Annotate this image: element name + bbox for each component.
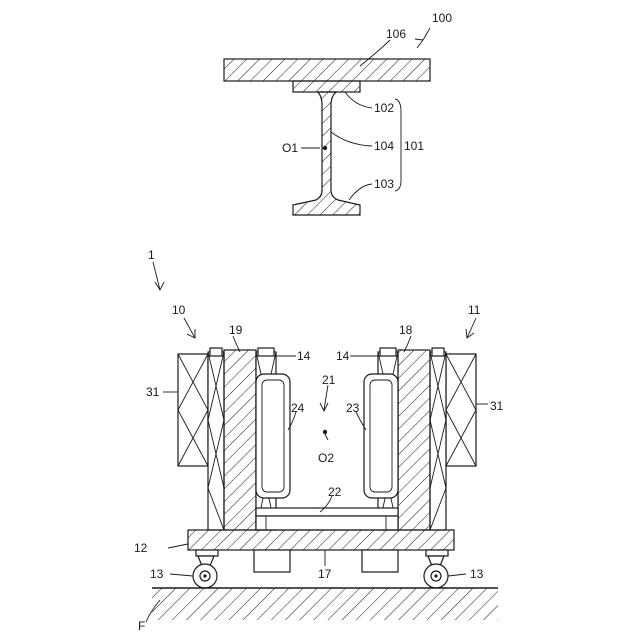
right-frame-23 bbox=[364, 374, 398, 498]
label-13-right: 13 bbox=[470, 567, 484, 581]
right-coil-31 bbox=[446, 354, 476, 466]
right-roller-18 bbox=[398, 350, 430, 530]
label-12: 12 bbox=[134, 541, 148, 555]
left-coil-31 bbox=[178, 354, 208, 466]
label-106: 106 bbox=[386, 27, 406, 41]
right-outer-plate bbox=[430, 352, 446, 530]
label-22: 22 bbox=[328, 485, 342, 499]
center-point-o1 bbox=[323, 146, 327, 150]
label-17: 17 bbox=[318, 567, 332, 581]
label-24: 24 bbox=[291, 401, 305, 415]
label-101: 101 bbox=[404, 139, 424, 153]
device-1-leader bbox=[153, 262, 164, 290]
label-102: 102 bbox=[374, 101, 394, 115]
top-plate-106 bbox=[224, 59, 430, 81]
label-103: 103 bbox=[374, 177, 394, 191]
center-point-o2 bbox=[323, 430, 327, 434]
unit-leaders bbox=[184, 318, 476, 338]
label-11: 11 bbox=[468, 303, 481, 317]
base-block-left-17 bbox=[254, 550, 290, 572]
label-1: 1 bbox=[148, 248, 155, 262]
left-frame-24 bbox=[256, 374, 290, 498]
label-100: 100 bbox=[432, 11, 452, 25]
leaders-top bbox=[301, 28, 430, 200]
label-31-right: 31 bbox=[490, 399, 504, 413]
label-19: 19 bbox=[229, 323, 243, 337]
label-14-right: 14 bbox=[336, 349, 350, 363]
upper-flange-102 bbox=[293, 81, 360, 92]
left-unit-10 bbox=[178, 348, 290, 530]
label-13-left: 13 bbox=[150, 567, 164, 581]
right-unit-11 bbox=[364, 348, 476, 530]
label-18: 18 bbox=[399, 323, 413, 337]
label-10: 10 bbox=[172, 303, 186, 317]
label-23: 23 bbox=[346, 401, 360, 415]
label-104: 104 bbox=[374, 139, 394, 153]
left-roller-19 bbox=[224, 350, 256, 530]
crossbar-22 bbox=[256, 508, 398, 530]
label-21: 21 bbox=[322, 373, 336, 387]
base-block-right-17 bbox=[362, 550, 398, 572]
left-outer-plate bbox=[208, 352, 224, 530]
assembly-100 bbox=[224, 59, 430, 215]
left-wheel-13 bbox=[193, 556, 217, 588]
label-o2: O2 bbox=[318, 451, 334, 465]
floor-f bbox=[152, 588, 498, 620]
label-14-left: 14 bbox=[297, 349, 311, 363]
cart-platform bbox=[188, 530, 454, 550]
label-f: F bbox=[138, 619, 145, 633]
i-beam-web-104 bbox=[293, 92, 360, 215]
label-31-left: 31 bbox=[146, 385, 160, 399]
right-wheel-13 bbox=[424, 556, 448, 588]
label-o1: O1 bbox=[282, 141, 298, 155]
